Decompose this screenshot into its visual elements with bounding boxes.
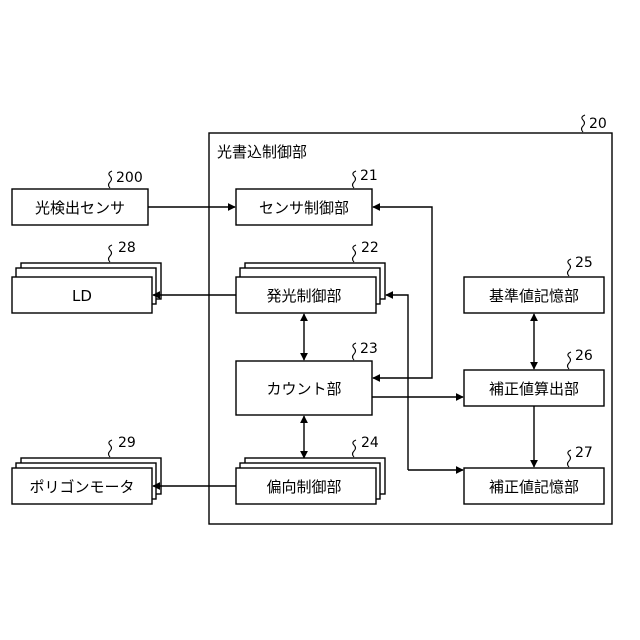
ref-leader	[568, 259, 572, 276]
ref-leader	[109, 171, 113, 188]
sensor-control-ref: 21	[360, 168, 378, 184]
polygon-motor-label: ポリゴンモータ	[29, 478, 134, 496]
ld-ref: 28	[118, 240, 136, 256]
frame-title: 光書込制御部	[217, 143, 307, 161]
count-label: カウント部	[266, 380, 341, 398]
reference-memory-ref: 25	[575, 255, 593, 271]
emission-control-ref: 22	[361, 240, 379, 256]
ref-leader	[109, 245, 113, 262]
ld-label: LD	[72, 287, 92, 305]
ref-leader	[353, 171, 357, 188]
reference-memory-label: 基準値記憶部	[489, 287, 579, 305]
ref-leader	[353, 245, 357, 262]
ref-leader	[582, 115, 586, 132]
ref-leader	[568, 352, 572, 369]
ref-leader	[353, 440, 357, 457]
frame-ref: 20	[589, 116, 607, 132]
correction-memory-ref: 27	[575, 445, 593, 461]
ref-leader	[109, 440, 113, 457]
deflection-control-ref: 24	[361, 435, 379, 451]
deflection-control-label: 偏向制御部	[266, 478, 341, 496]
sensor-control-label: センサ制御部	[259, 199, 349, 217]
correction-calc-ref: 26	[575, 348, 593, 364]
arrow-correction-memory-to-emission	[386, 295, 408, 470]
correction-memory-label: 補正値記憶部	[489, 478, 579, 496]
count-ref: 23	[360, 341, 378, 357]
polygon-motor-ref: 29	[118, 435, 136, 451]
ref-leader	[353, 343, 357, 360]
emission-control-label: 発光制御部	[266, 287, 341, 305]
light-sensor-label: 光検出センサ	[35, 199, 125, 217]
ref-leader	[568, 450, 572, 467]
correction-calc-label: 補正値算出部	[489, 380, 579, 398]
light-sensor-ref: 200	[116, 170, 143, 186]
